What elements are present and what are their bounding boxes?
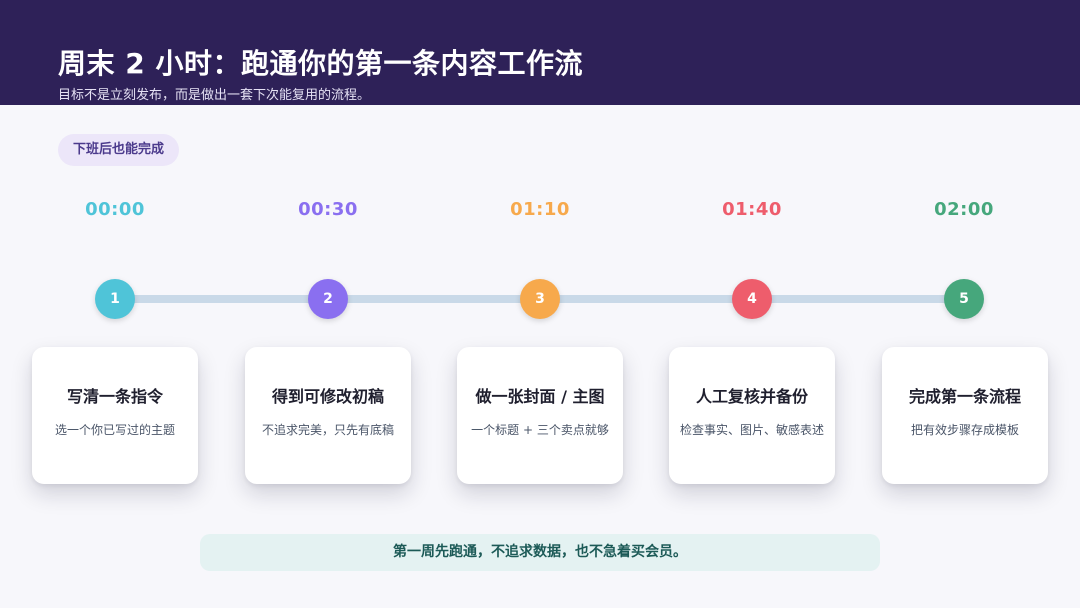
page-subtitle: 目标不是立刻发布，而是做出一套下次能复用的流程。	[58, 88, 371, 103]
step-card-5: 完成第一条流程 把有效步骤存成模板	[882, 347, 1048, 484]
step-card-4: 人工复核并备份 检查事实、图片、敏感表述	[669, 347, 835, 484]
time-label-3: 01:10	[510, 199, 570, 220]
step-card-3: 做一张封面 / 主图 一个标题 + 三个卖点就够	[457, 347, 623, 484]
step-card-desc: 不追求完美，只先有底稿	[261, 423, 394, 437]
context-tag: 下班后也能完成	[58, 134, 180, 166]
step-card-2: 得到可修改初稿 不追求完美，只先有底稿	[245, 347, 411, 484]
step-node-3: 3	[520, 279, 560, 319]
time-label-1: 00:00	[85, 199, 145, 220]
step-card-desc: 把有效步骤存成模板	[910, 423, 1019, 437]
step-node-5: 5	[944, 279, 984, 319]
time-label-2: 00:30	[298, 199, 358, 220]
header-banner: 周末 2 小时：跑通你的第一条内容工作流 目标不是立刻发布，而是做出一套下次能复…	[0, 0, 1080, 105]
step-card-title: 写清一条指令	[66, 387, 163, 406]
time-label-4: 01:40	[722, 199, 782, 220]
step-node-4: 4	[732, 279, 772, 319]
step-card-1: 写清一条指令 选一个你已写过的主题	[32, 347, 198, 484]
step-node-1: 1	[95, 279, 135, 319]
step-card-title: 得到可修改初稿	[271, 387, 384, 406]
time-label-5: 02:00	[934, 199, 994, 220]
step-card-desc: 检查事实、图片、敏感表述	[679, 423, 824, 437]
step-card-desc: 选一个你已写过的主题	[54, 423, 175, 437]
page-title: 周末 2 小时：跑通你的第一条内容工作流	[58, 47, 583, 80]
step-card-title: 完成第一条流程	[908, 387, 1021, 406]
step-card-desc: 一个标题 + 三个卖点就够	[471, 423, 609, 437]
step-node-2: 2	[308, 279, 348, 319]
footer-note: 第一周先跑通，不追求数据，也不急着买会员。	[200, 534, 880, 571]
step-card-title: 做一张封面 / 主图	[475, 387, 605, 406]
step-card-title: 人工复核并备份	[695, 387, 808, 406]
